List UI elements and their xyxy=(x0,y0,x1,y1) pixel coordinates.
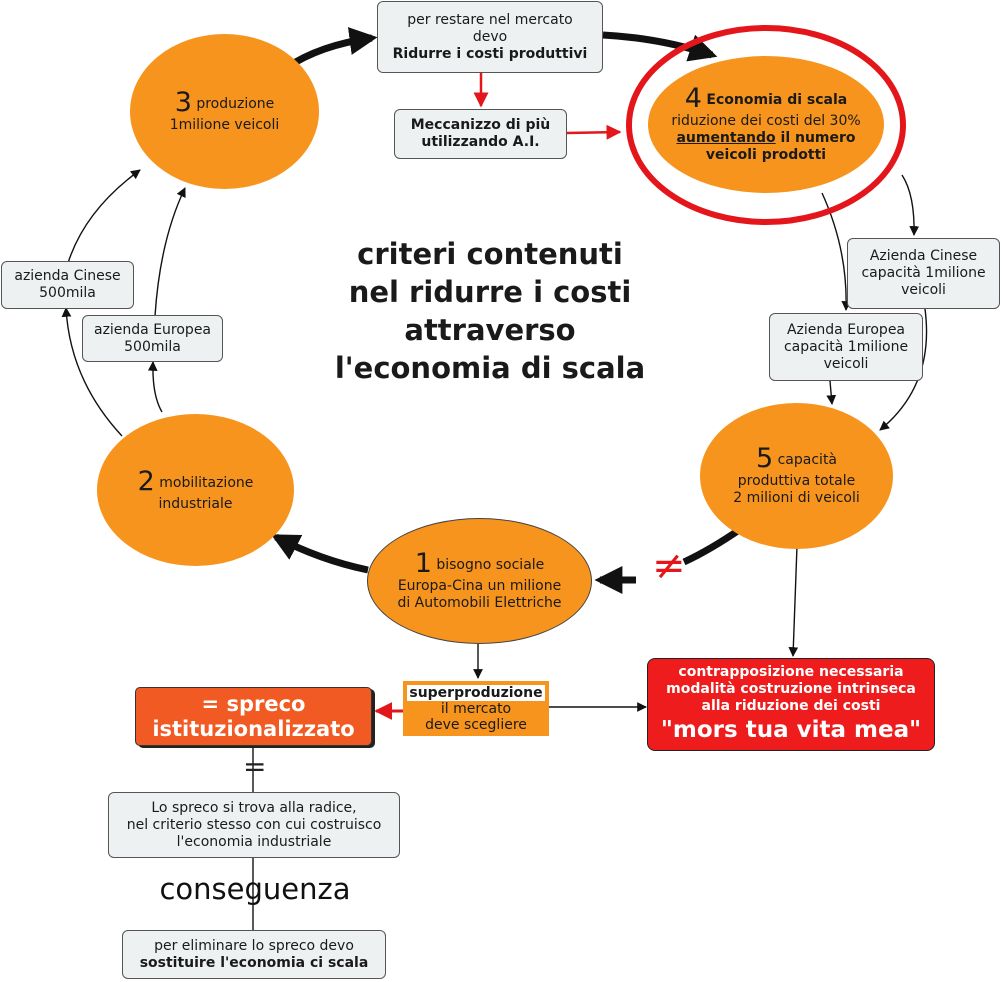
arrow-europea-right-to-5 xyxy=(826,380,837,405)
arrow-cinese-to-3 xyxy=(67,169,141,264)
box-mercato-line1: per restare nel mercato xyxy=(407,11,573,28)
arrow-4-to-europea-right xyxy=(821,192,852,311)
box-meccanizzo-line2: utilizzando A.I. xyxy=(421,134,540,150)
box-cinese-left-line1: azienda Cinese xyxy=(14,268,121,284)
equal-symbol: = xyxy=(243,750,267,783)
node-3-produzione: 3 produzione 1milione veicoli xyxy=(130,34,319,189)
radice-line3: l'economia industriale xyxy=(176,833,332,850)
node-5-label: capacità xyxy=(777,452,838,468)
box-europea-left-line2: 500mila xyxy=(124,338,181,355)
node-2-subtitle: industriale xyxy=(158,495,233,512)
box-cinese-left-line2: 500mila xyxy=(39,285,96,301)
superproduzione-line3: deve scegliere xyxy=(425,716,527,733)
node-3-number: 3 xyxy=(174,87,192,118)
arrow-5-to-mors xyxy=(788,545,799,657)
box-azienda-cinese-1milione: Azienda Cinese capacità 1milione veicoli xyxy=(847,238,1000,309)
arrow-europea-to-3 xyxy=(154,187,186,317)
spreco-line1: = spreco xyxy=(201,691,306,716)
superproduzione-label: superproduzione xyxy=(407,684,545,701)
node-1-number: 1 xyxy=(414,548,432,579)
node-4-label-rest: il numero xyxy=(775,130,856,146)
node-4-economia-di-scala: 4 Economia di scala riduzione dei costi … xyxy=(648,56,884,193)
box-europea-left-line1: azienda Europea xyxy=(93,321,212,338)
node-5-detail: 2 milioni di veicoli xyxy=(733,490,860,506)
node-5-subtitle: produttiva totale xyxy=(737,473,856,489)
superproduzione-line2: il mercato xyxy=(440,700,512,717)
spreco-line2: istituzionalizzato xyxy=(152,716,355,741)
title-line-2: nel ridurre i costi xyxy=(348,275,632,309)
node-1-bisogno-sociale: 1 bisogno sociale Europa-Cina un milione… xyxy=(367,518,592,644)
arrow-5-to-1 xyxy=(682,525,744,566)
box-europea-right-line1: Azienda Europea xyxy=(786,321,906,338)
node-4-detail: veicoli prodotti xyxy=(705,147,827,163)
node-4-number: 4 xyxy=(684,83,702,114)
conseguenza-label: conseguenza xyxy=(159,872,351,906)
box-azienda-europea-500mila: azienda Europea 500mila xyxy=(82,315,223,362)
arrow-2-to-europea xyxy=(147,361,163,413)
box-cinese-right-line3: veicoli xyxy=(901,282,946,298)
mors-line2: modalità costruzione intrinseca xyxy=(666,681,916,697)
eliminare-line1: per eliminare lo spreco devo xyxy=(154,937,354,954)
node-3-label: produzione xyxy=(196,96,275,112)
box-azienda-europea-1milione: Azienda Europea capacità 1milione veicol… xyxy=(769,313,923,381)
radice-line1: Lo spreco si trova alla radice, xyxy=(151,799,357,816)
box-europea-right-line2: capacità 1milione xyxy=(783,338,909,355)
diagram-title: criteri contenuti nel ridurre i costi at… xyxy=(295,235,685,387)
node-1-detail: di Automobili Elettriche xyxy=(397,595,562,611)
box-azienda-cinese-500mila: azienda Cinese 500mila xyxy=(1,261,134,309)
box-eliminare-spreco: per eliminare lo spreco devo sostituire … xyxy=(122,930,386,979)
title-line-3: attraverso xyxy=(404,313,576,347)
node-2-number: 2 xyxy=(137,465,155,497)
highlight-ring xyxy=(626,25,906,225)
red-arrow-meccanizzo-to-4 xyxy=(566,124,622,140)
node-1-subtitle: Europa-Cina un milione xyxy=(397,578,562,594)
arrow-1-to-2 xyxy=(271,533,369,574)
box-superproduzione: superproduzione il mercato deve sceglier… xyxy=(403,681,549,736)
box-cinese-right-line1: Azienda Cinese xyxy=(869,248,978,264)
box-mercato-line2: devo xyxy=(472,28,508,45)
mors-line1: contrapposizione necessaria xyxy=(678,664,904,680)
mors-quote: "mors tua vita mea" xyxy=(660,717,922,743)
arrow-2-to-cinese xyxy=(61,307,123,437)
box-spreco-radice: Lo spreco si trova alla radice, nel crit… xyxy=(108,792,400,858)
box-meccanizzo-line1: Meccanizzo di più xyxy=(410,117,551,133)
node-4-underlined-word: aumentando xyxy=(676,130,776,146)
box-spreco-istituzionalizzato: = spreco istituzionalizzato xyxy=(135,687,372,746)
box-europea-right-line3: veicoli xyxy=(823,355,869,372)
title-line-1: criteri contenuti xyxy=(357,237,623,271)
mors-line3: alla riduzione dei costi xyxy=(701,698,881,714)
node-5-number: 5 xyxy=(755,443,774,474)
box-restare-nel-mercato: per restare nel mercato devo Ridurre i c… xyxy=(377,1,603,73)
box-meccanizzo: Meccanizzo di più utilizzando A.I. xyxy=(394,109,567,159)
arrow-mercato-to-4 xyxy=(602,31,718,62)
title-line-4: l'economia di scala xyxy=(334,351,646,385)
node-4-label: Economia di scala xyxy=(706,92,848,108)
not-equal-symbol: ≠ xyxy=(652,543,686,589)
node-2-label: mobilitazione xyxy=(159,474,254,491)
arrow-4-to-cinese-right xyxy=(901,174,920,236)
node-4-subtitle: riduzione dei costi del 30% xyxy=(671,113,861,129)
node-1-label: bisogno sociale xyxy=(436,557,545,573)
node-2-mobilitazione: 2 mobilitazione industriale xyxy=(97,414,294,566)
box-mercato-line3: Ridurre i costi produttivi xyxy=(392,45,588,62)
box-mors-tua-vita-mea: contrapposizione necessaria modalità cos… xyxy=(647,658,935,751)
radice-line2: nel criterio stesso con cui costruisco xyxy=(126,816,382,833)
node-3-subtitle: 1milione veicoli xyxy=(169,117,280,133)
box-cinese-right-line2: capacità 1milione xyxy=(861,265,986,281)
node-5-capacita: 5 capacità produttiva totale 2 milioni d… xyxy=(700,403,893,549)
eliminare-line2: sostituire l'economia ci scala xyxy=(139,954,369,971)
